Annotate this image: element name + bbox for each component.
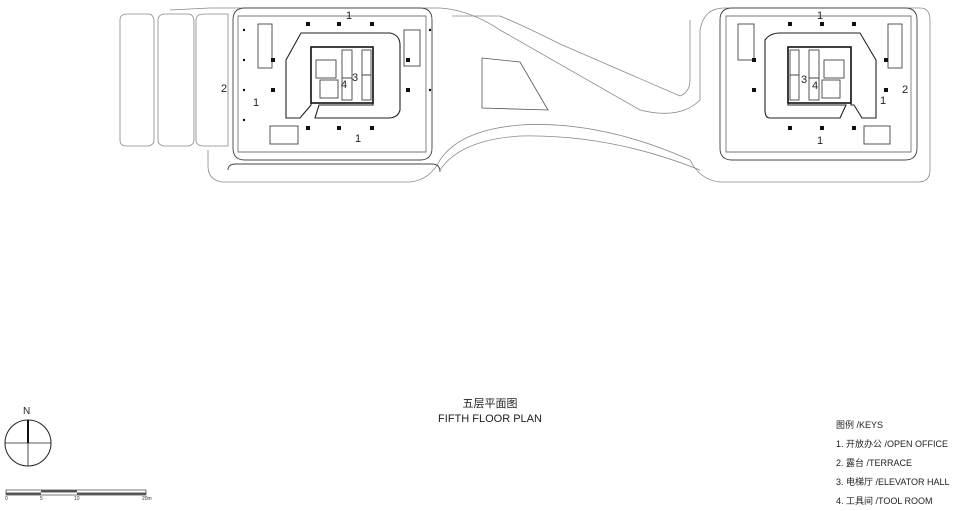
north-label: N	[23, 406, 31, 417]
scale-tick: 10	[74, 496, 80, 502]
north-arrow-icon	[4, 419, 52, 467]
room-label: 2	[221, 83, 227, 95]
scale-tick: 20m	[142, 496, 152, 502]
scale-bar	[5, 489, 147, 496]
room-label: 1	[253, 97, 259, 109]
scale-tick: 5	[40, 496, 43, 502]
scale-tick: 0	[5, 496, 8, 502]
room-label: 3	[352, 72, 358, 84]
title-cn: 五层平面图	[462, 398, 518, 410]
legend-item: 4. 工具间 /TOOL ROOM	[836, 496, 933, 506]
legend-keys: 图例 /KEYS 1. 开放办公 /OPEN OFFICE 2. 露台 /TER…	[836, 416, 950, 511]
legend-item: 1. 开放办公 /OPEN OFFICE	[836, 439, 949, 449]
room-label: 4	[812, 80, 818, 92]
room-label: 1	[817, 10, 823, 22]
room-label: 2	[902, 84, 908, 96]
legend-heading: 图例 /KEYS	[836, 420, 884, 430]
room-label: 4	[341, 79, 347, 91]
site-outline	[119, 7, 931, 183]
title-en: FIFTH FLOOR PLAN	[438, 413, 542, 425]
legend-item: 3. 电梯厅 /ELEVATOR HALL	[836, 477, 950, 487]
room-label: 1	[355, 133, 361, 145]
legend-item: 2. 露台 /TERRACE	[836, 458, 913, 468]
tower-left: 1 2 1 3 4 1	[221, 7, 441, 173]
room-label: 1	[346, 10, 352, 22]
tower-right: 1 3 4 2 1 1	[719, 7, 918, 161]
room-label: 1	[880, 95, 886, 107]
room-label: 3	[801, 74, 807, 86]
drawing-title: 五层平面图 FIFTH FLOOR PLAN	[420, 397, 560, 427]
room-label: 1	[817, 135, 823, 147]
